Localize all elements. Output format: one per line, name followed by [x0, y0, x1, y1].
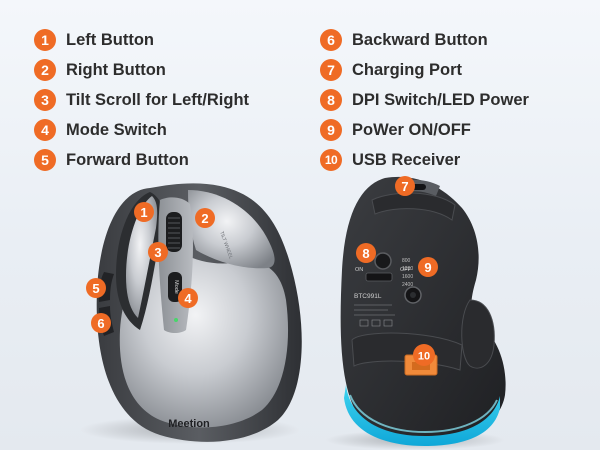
legend-item-right-button: 2 Right Button: [34, 58, 166, 82]
svg-text:10: 10: [418, 351, 430, 363]
number-badge: 3: [34, 89, 56, 111]
callout-1: 1: [134, 202, 154, 222]
legend-item-left-button: 1 Left Button: [34, 28, 154, 52]
sensor-lens: [410, 292, 416, 298]
svg-text:8: 8: [362, 246, 369, 261]
number-badge: 2: [34, 59, 56, 81]
dpi-value: 1200: [402, 266, 413, 272]
callout-7: 7: [395, 176, 415, 196]
svg-text:6: 6: [97, 316, 104, 331]
legend-item-tilt-scroll: 3 Tilt Scroll for Left/Right: [34, 88, 249, 112]
callout-badges: 1 2 3 4 5 6 7 8 9 10: [86, 176, 438, 366]
legend-label: Right Button: [66, 60, 166, 79]
legend-label: Charging Port: [352, 60, 462, 79]
legend-item-usb-receiver: 10 USB Receiver: [320, 148, 460, 172]
off-label: OFF: [400, 267, 412, 273]
svg-text:7: 7: [401, 179, 408, 194]
number-badge: 6: [320, 29, 342, 51]
callout-8: 8: [356, 243, 376, 263]
callout-6: 6: [91, 313, 111, 333]
callout-3: 3: [148, 242, 168, 262]
legend-label: Left Button: [66, 30, 154, 49]
callout-5: 5: [86, 278, 106, 298]
number-badge: 8: [320, 89, 342, 111]
legend-label: DPI Switch/LED Power: [352, 90, 529, 109]
mouse-bottom-view: ON OFF 800 1200 1600 2400 BTC991L: [325, 176, 506, 450]
led-light-glow: [349, 394, 498, 434]
bottom-shell: [340, 176, 506, 440]
status-led: [174, 318, 178, 322]
svg-text:1: 1: [140, 205, 147, 220]
number-badge: 5: [34, 149, 56, 171]
number-badge: 9: [320, 119, 342, 141]
number-badge: 1: [34, 29, 56, 51]
side-glide-pad: [461, 299, 495, 369]
number-badge: 7: [320, 59, 342, 81]
legend-label: USB Receiver: [352, 150, 461, 169]
dpi-value: 1600: [402, 274, 413, 280]
model-number: BTC991L: [354, 293, 382, 300]
number-badge: 10: [320, 149, 342, 171]
svg-text:9: 9: [424, 260, 431, 275]
callout-9: 9: [418, 257, 438, 277]
callout-4: 4: [178, 288, 198, 308]
legend-label: Tilt Scroll for Left/Right: [66, 90, 250, 109]
legend-item-dpi-switch: 8 DPI Switch/LED Power: [320, 88, 529, 112]
regulatory-marks: [354, 304, 395, 327]
legend-item-backward-button: 6 Backward Button: [320, 28, 488, 52]
led-light-band: [344, 385, 500, 446]
wheel-ridges: [168, 217, 180, 249]
dpi-button: [374, 252, 392, 270]
dpi-value: 2400: [402, 282, 413, 288]
svg-text:3: 3: [154, 245, 161, 260]
legend-label: Backward Button: [352, 30, 488, 49]
mode-label: Mode: [173, 280, 179, 294]
callout-10: 10: [413, 344, 435, 366]
mouse-top-view: Mode TILT WHEEL Meetion: [80, 183, 302, 444]
legend-item-power-switch: 9 PoWer ON/OFF: [320, 118, 471, 142]
number-badge: 4: [34, 119, 56, 141]
left-button-surface: [126, 196, 158, 318]
scroll-wheel: [166, 212, 182, 252]
legend-item-charging-port: 7 Charging Port: [320, 58, 462, 82]
svg-text:5: 5: [92, 281, 99, 296]
dpi-values: 800 1200 1600 2400: [402, 258, 413, 288]
brand-logo: Meetion: [168, 418, 210, 430]
svg-text:4: 4: [184, 291, 192, 306]
legend-label: Mode Switch: [66, 120, 167, 139]
usb-receiver-slot: [412, 362, 430, 370]
legend-item-mode-switch: 4 Mode Switch: [34, 118, 167, 142]
svg-text:2: 2: [201, 211, 208, 226]
on-label: ON: [355, 267, 363, 273]
legend-item-forward-button: 5 Forward Button: [34, 148, 189, 172]
power-switch: [365, 272, 393, 282]
legend-label: Forward Button: [66, 150, 189, 169]
top-glide-pad: [371, 192, 456, 221]
legend-label: PoWer ON/OFF: [352, 120, 471, 139]
mode-button: [168, 272, 182, 302]
callout-2: 2: [195, 208, 215, 228]
dpi-value: 800: [402, 258, 411, 264]
